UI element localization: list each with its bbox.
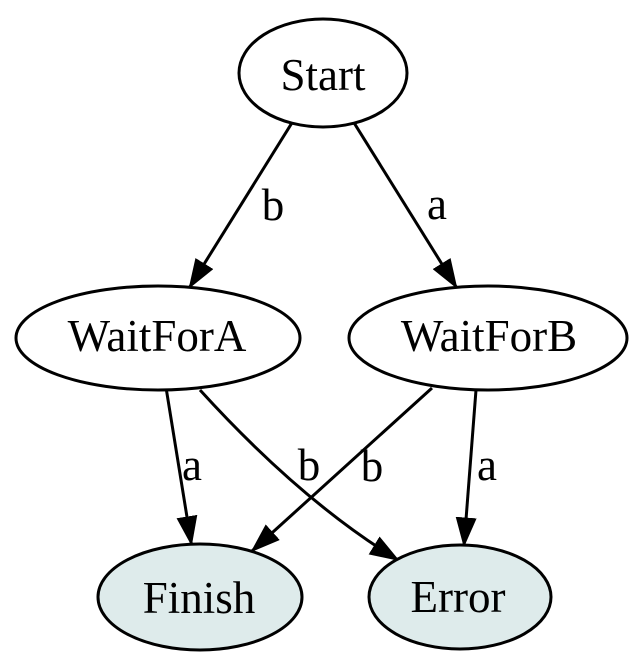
node-finish-label: Finish xyxy=(143,573,256,623)
edge-label-start-waitfora: b xyxy=(262,180,285,230)
edge-start-waitfora xyxy=(188,122,294,289)
node-error-label: Error xyxy=(411,572,506,622)
edge-group xyxy=(164,122,478,562)
edge-label-waitforb-error: a xyxy=(477,440,497,490)
node-waitforb-ellipse xyxy=(347,284,629,392)
node-waitfora-label: WaitForA xyxy=(68,311,247,361)
node-waitforb-label: WaitForB xyxy=(401,311,577,361)
node-start-label: Start xyxy=(281,50,366,100)
node-waitfora-ellipse xyxy=(14,284,302,392)
node-waitfora: WaitForA xyxy=(14,284,302,392)
node-finish: Finish xyxy=(96,542,304,652)
edge-label-waitforb-finish: b xyxy=(361,441,384,491)
edge-waitforb-finish xyxy=(250,386,434,553)
node-group: Start WaitForA WaitForB Finish Error xyxy=(14,17,629,652)
node-start-ellipse xyxy=(237,17,409,129)
edge-waitfora-error xyxy=(198,388,400,562)
edge-waitfora-finish xyxy=(164,389,198,547)
edge-label-start-waitforb: a xyxy=(427,179,447,229)
node-start: Start xyxy=(237,17,409,129)
node-finish-ellipse xyxy=(96,542,304,652)
edge-label-waitfora-error: b xyxy=(298,440,321,490)
edge-label-group: b a a b b a xyxy=(182,179,497,491)
edge-waitforb-error xyxy=(455,389,478,548)
node-error: Error xyxy=(367,543,553,651)
edge-label-waitfora-finish: a xyxy=(182,440,202,490)
node-waitforb: WaitForB xyxy=(347,284,629,392)
node-error-ellipse xyxy=(367,543,553,651)
edge-start-waitforb xyxy=(352,122,458,289)
